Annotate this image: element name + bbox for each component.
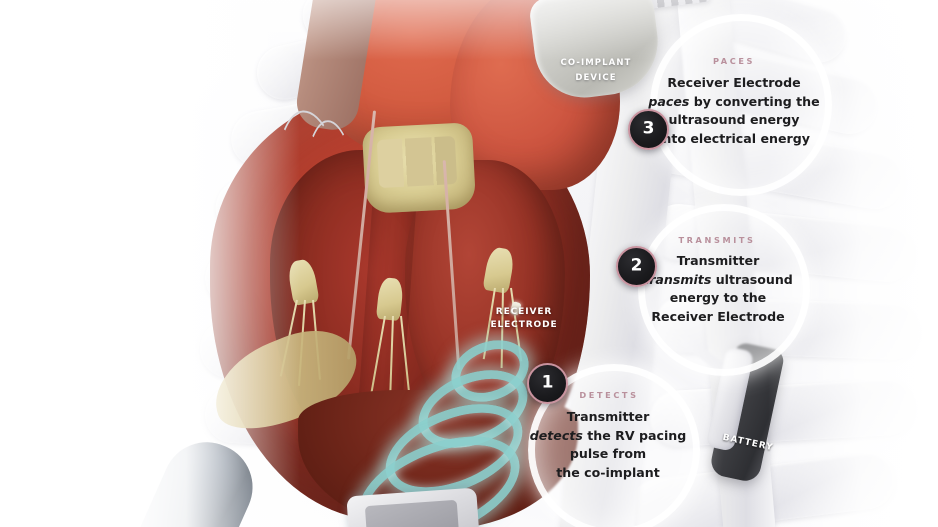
callout-2-line-4: Receiver Electrode — [628, 308, 808, 327]
callout-3-keyword: paces — [648, 93, 690, 109]
callout-1-line-4-pre: the co-implant — [556, 464, 660, 480]
callout-2-line-3-pre: energy to the — [669, 290, 767, 305]
callout-2-line-2: transmits ultrasound — [628, 271, 808, 290]
callout-2-line-1: Transmitter — [628, 252, 808, 271]
receiver-electrode-label-line2: ELECTRODE — [490, 320, 558, 330]
callout-3-line-3: ultrasound energy — [638, 111, 830, 130]
callout-1-kicker: DETECTS — [579, 390, 639, 400]
receiver-electrode-label: RECEIVER ELECTRODE — [462, 306, 586, 332]
callout-2-text: Transmitter transmits ultrasound energy … — [628, 252, 808, 326]
callout-1-line-2: detects the RV pacing — [518, 427, 698, 446]
callout-3-number-badge[interactable]: 3 — [628, 109, 669, 150]
callout-3-kicker: PACES — [712, 56, 756, 66]
receiver-electrode-label-line1: RECEIVER — [495, 307, 553, 317]
callout-2-number-badge[interactable]: 2 — [616, 246, 657, 287]
callout-1-line-2-post: the RV pacing — [582, 427, 687, 443]
callout-2-keyword: transmits — [643, 271, 712, 287]
callout-3-line-1-pre: Receiver Electrode — [667, 75, 801, 90]
callout-1-keyword: detects — [529, 427, 583, 443]
callout-1-line-1: Transmitter — [518, 408, 698, 427]
callout-3-line-4: into electrical energy — [638, 130, 830, 149]
callout-1-line-4: the co-implant — [518, 464, 698, 483]
callout-1-line-3-pre: pulse from — [569, 446, 647, 461]
callout-1-number: 1 — [541, 372, 554, 393]
callout-3-line-2: paces by converting the — [638, 93, 830, 112]
callout-1-line-1-pre: Transmitter — [566, 409, 650, 424]
callout-2-line-1-pre: Transmitter — [676, 253, 760, 268]
callout-2-line-4-pre: Receiver Electrode — [651, 308, 785, 324]
callout-2-line-2-post: ultrasound — [711, 271, 793, 287]
callout-2-number: 2 — [630, 255, 643, 276]
callout-2-ring — [638, 204, 810, 376]
callout-1-text: Transmitter detects the RV pacing pulse … — [518, 408, 698, 482]
callout-3-line-1: Receiver Electrode — [638, 74, 830, 93]
callout-1-ring — [528, 364, 700, 527]
callout-2-line-3: energy to the — [628, 289, 808, 308]
callout-3-line-2-post: by converting the — [689, 93, 820, 109]
callout-3-ring — [650, 14, 832, 196]
callout-1-number-badge[interactable]: 1 — [527, 363, 568, 404]
callout-1-line-3: pulse from — [518, 445, 698, 464]
callout-2-kicker: TRANSMITS — [678, 235, 756, 245]
callout-3-line-3-pre: ultrasound energy — [668, 112, 800, 127]
callout-3-number: 3 — [642, 118, 655, 139]
callout-3-text: Receiver Electrode paces by converting t… — [638, 74, 830, 148]
callout-3-line-4-pre: into electrical energy — [658, 130, 810, 146]
